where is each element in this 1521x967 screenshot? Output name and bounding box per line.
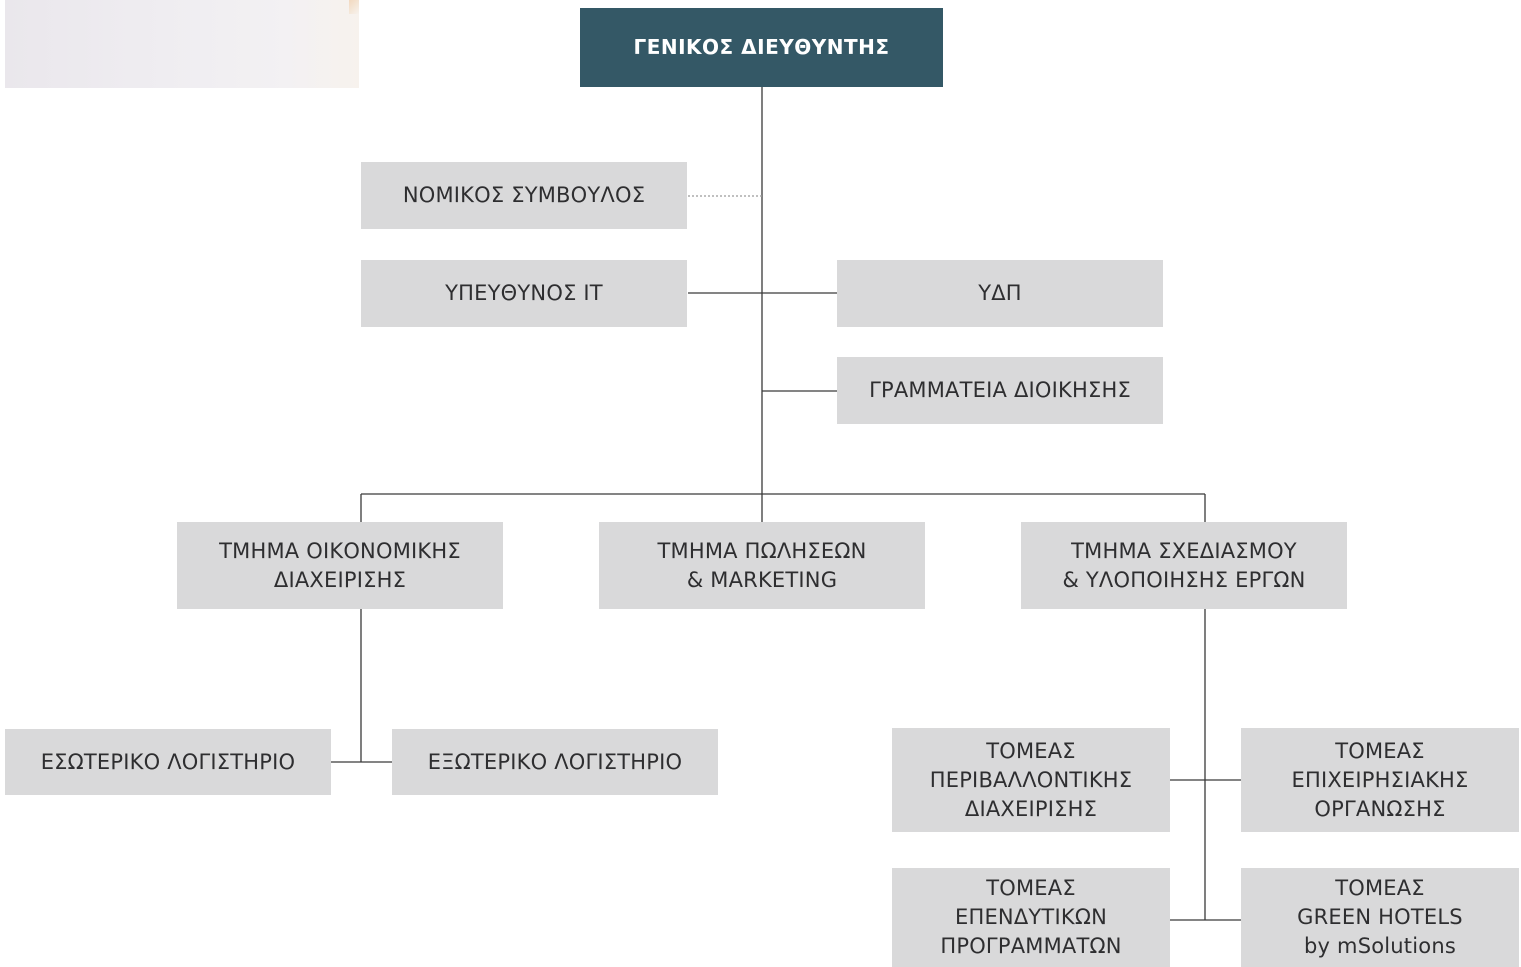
ydp-box: ΥΔΠ xyxy=(837,260,1163,327)
internal-accounting-box: ΕΣΩΤΕΡΙΚΟ ΛΟΓΙΣΤΗΡΙΟ xyxy=(5,729,331,795)
business-sector-box: ΤΟΜΕΑΣ ΕΠΙΧΕΙΡΗΣΙΑΚΗΣ ΟΡΓΑΝΩΣΗΣ xyxy=(1241,728,1519,832)
finance-dept-box: ΤΜΗΜΑ ΟΙΚΟΝΟΜΙΚΗΣ ΔΙΑΧΕΙΡΙΣΗΣ xyxy=(177,522,503,609)
external-accounting-box: ΕΞΩΤΕΡΙΚΟ ΛΟΓΙΣΤΗΡΙΟ xyxy=(392,729,718,795)
investment-sector-box: ΤΟΜΕΑΣ ΕΠΕΝΔΥΤΙΚΩΝ ΠΡΟΓΡΑΜΜΑΤΩΝ xyxy=(892,868,1170,967)
sales-dept-box: ΤΜΗΜΑ ΠΩΛΗΣΕΩΝ & MARKETING xyxy=(599,522,925,609)
general-director-box: ΓΕΝΙΚΟΣ ΔΙΕΥΘΥΝΤΗΣ xyxy=(580,8,943,87)
admin-secretariat-box: ΓΡΑΜΜΑΤΕΙΑ ΔΙΟΙΚΗΣΗΣ xyxy=(837,357,1163,424)
env-sector-box: ΤΟΜΕΑΣ ΠΕΡΙΒΑΛΛΟΝΤΙΚΗΣ ΔΙΑΧΕΙΡΙΣΗΣ xyxy=(892,728,1170,832)
planning-dept-box: ΤΜΗΜΑ ΣΧΕΔΙΑΣΜΟΥ & ΥΛΟΠΟΙΗΣΗΣ ΕΡΓΩΝ xyxy=(1021,522,1347,609)
green-hotels-sector-box: ΤΟΜΕΑΣ GREEN HOTELS by mSolutions xyxy=(1241,868,1519,967)
it-manager-box: ΥΠΕΥΘΥΝΟΣ IT xyxy=(361,260,687,327)
background-photo-fragment xyxy=(5,0,359,88)
legal-advisor-box: ΝΟΜΙΚΟΣ ΣΥΜΒΟΥΛΟΣ xyxy=(361,162,687,229)
